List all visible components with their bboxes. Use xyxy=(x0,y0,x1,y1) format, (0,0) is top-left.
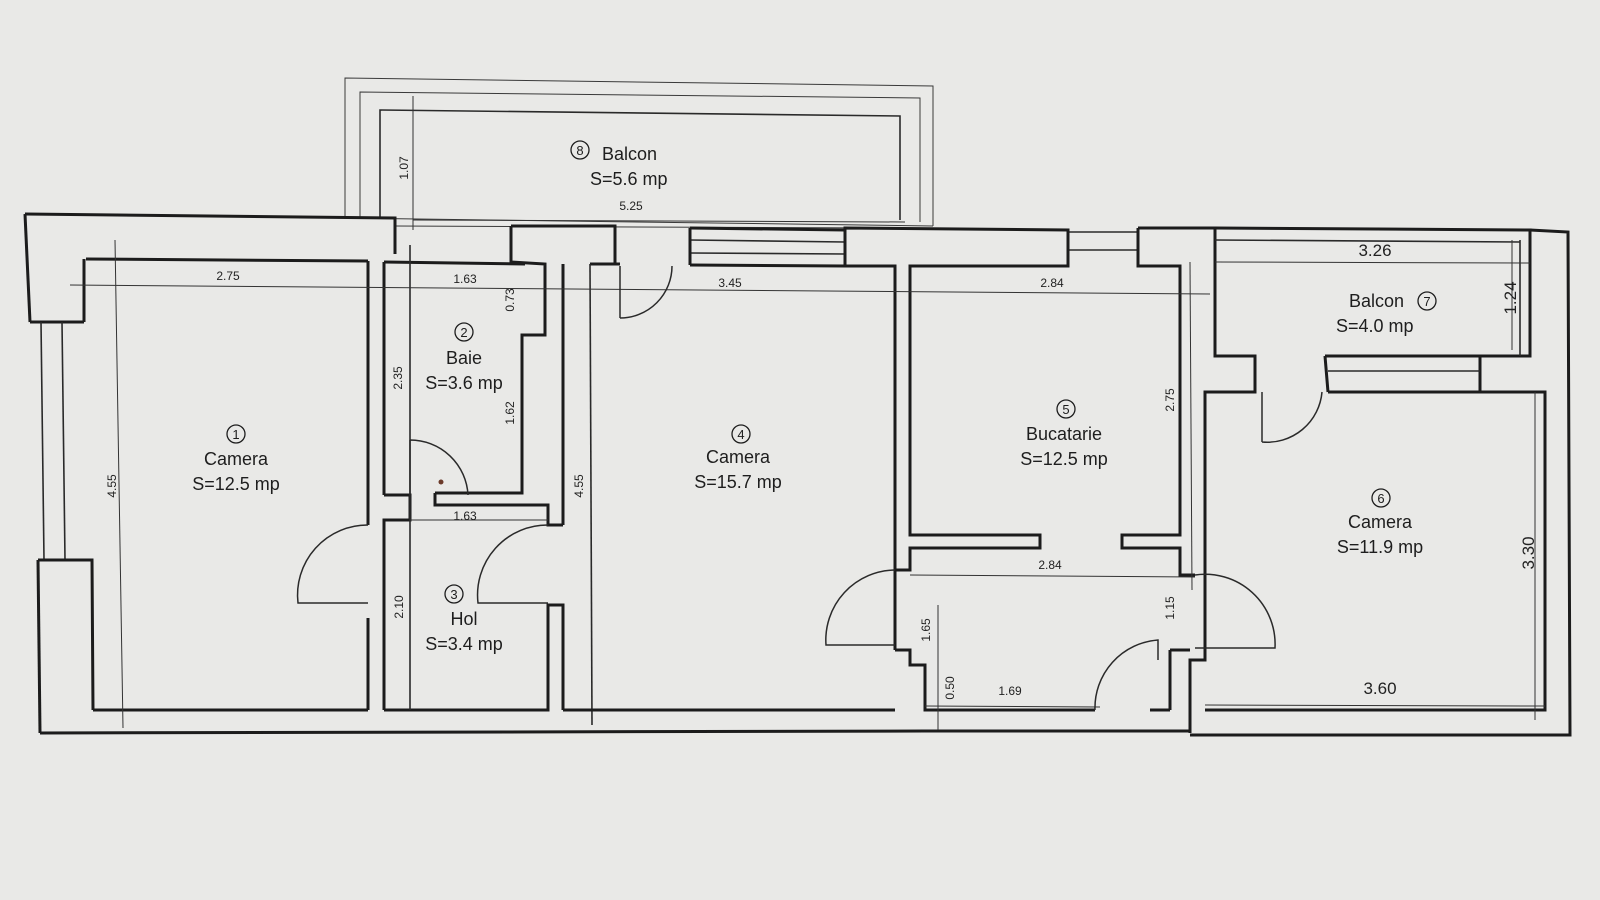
svg-text:1: 1 xyxy=(232,427,239,442)
svg-text:S=11.9 mp: S=11.9 mp xyxy=(1337,537,1423,557)
svg-text:Camera: Camera xyxy=(1348,512,1413,532)
room-2-label: 2 Baie S=3.6 mp xyxy=(425,322,503,393)
exterior-walls xyxy=(23,212,926,735)
svg-text:4.55: 4.55 xyxy=(105,474,119,498)
svg-text:Balcon: Balcon xyxy=(602,144,657,164)
balcony-8-outline xyxy=(344,77,934,230)
svg-text:Baie: Baie xyxy=(446,348,482,368)
svg-text:1.65: 1.65 xyxy=(919,618,933,642)
svg-text:1.24: 1.24 xyxy=(1501,281,1520,314)
door-room-1 xyxy=(296,524,369,604)
balcony-7-room-6-walls xyxy=(1190,226,1572,737)
door-kitchen-right xyxy=(1194,573,1276,649)
svg-text:7: 7 xyxy=(1423,294,1430,309)
svg-text:2.75: 2.75 xyxy=(216,269,240,283)
svg-text:3.45: 3.45 xyxy=(718,276,742,290)
door-kitchen-left xyxy=(825,569,896,646)
door-balcony-7 xyxy=(1261,391,1323,443)
svg-text:0.73: 0.73 xyxy=(503,288,517,312)
room-7-label: Balcon 7 S=4.0 mp xyxy=(1336,291,1437,336)
svg-text:S=3.6 mp: S=3.6 mp xyxy=(425,373,503,393)
room-3-label: 3 Hol S=3.4 mp xyxy=(425,584,503,654)
door-room-4 xyxy=(476,524,549,604)
room-1-label: 1 Camera S=12.5 mp xyxy=(192,424,280,494)
svg-text:5: 5 xyxy=(1062,402,1069,417)
svg-text:4.55: 4.55 xyxy=(572,474,586,498)
svg-text:1.62: 1.62 xyxy=(503,401,517,425)
svg-text:5.25: 5.25 xyxy=(619,199,643,213)
room-6-label: 6 Camera S=11.9 mp xyxy=(1337,488,1423,557)
svg-text:Camera: Camera xyxy=(706,447,771,467)
svg-text:4: 4 xyxy=(737,427,744,442)
svg-text:S=15.7 mp: S=15.7 mp xyxy=(694,472,782,492)
doors xyxy=(296,265,1323,711)
room-8-label: 8 Balcon S=5.6 mp xyxy=(570,140,668,189)
svg-text:Camera: Camera xyxy=(204,449,269,469)
svg-text:3.26: 3.26 xyxy=(1358,241,1391,260)
room-5-label: 5 Bucatarie S=12.5 mp xyxy=(1020,399,1108,469)
svg-text:1.69: 1.69 xyxy=(998,684,1022,698)
svg-text:3: 3 xyxy=(450,587,457,602)
svg-text:S=4.0 mp: S=4.0 mp xyxy=(1336,316,1414,336)
svg-text:2.75: 2.75 xyxy=(1163,388,1177,412)
svg-text:S=12.5 mp: S=12.5 mp xyxy=(1020,449,1108,469)
svg-text:8: 8 xyxy=(576,143,583,158)
svg-text:1.07: 1.07 xyxy=(397,156,411,180)
svg-text:1.15: 1.15 xyxy=(1163,596,1177,620)
door-corridor-bottom xyxy=(1094,639,1159,711)
svg-text:Bucatarie: Bucatarie xyxy=(1026,424,1102,444)
svg-text:0.50: 0.50 xyxy=(943,676,957,700)
svg-text:S=12.5 mp: S=12.5 mp xyxy=(192,474,280,494)
svg-text:1.63: 1.63 xyxy=(453,509,477,523)
windows-top xyxy=(615,226,1138,268)
svg-text:S=3.4 mp: S=3.4 mp xyxy=(425,634,503,654)
kitchen-walls xyxy=(843,226,1257,733)
svg-text:2.10: 2.10 xyxy=(392,595,406,619)
svg-text:Balcon: Balcon xyxy=(1349,291,1404,311)
svg-text:3.30: 3.30 xyxy=(1519,536,1538,569)
svg-text:1.63: 1.63 xyxy=(453,272,477,286)
svg-text:2.84: 2.84 xyxy=(1040,276,1064,290)
svg-text:2.35: 2.35 xyxy=(391,366,405,390)
svg-text:6: 6 xyxy=(1377,491,1384,506)
svg-text:2.84: 2.84 xyxy=(1038,558,1062,572)
svg-text:Hol: Hol xyxy=(450,609,477,629)
dimension-labels: 5.25 1.07 2.75 4.55 1.63 0.73 2.35 1.62 … xyxy=(105,156,1538,700)
floor-drain-icon xyxy=(438,479,444,485)
svg-text:3.60: 3.60 xyxy=(1363,679,1396,698)
svg-text:S=5.6 mp: S=5.6 mp xyxy=(590,169,668,189)
dimension-lines xyxy=(69,239,1546,730)
svg-text:2: 2 xyxy=(460,325,467,340)
door-baie xyxy=(409,439,469,496)
room-4-label: 4 Camera S=15.7 mp xyxy=(694,424,782,492)
door-balcony-8 xyxy=(619,265,673,319)
